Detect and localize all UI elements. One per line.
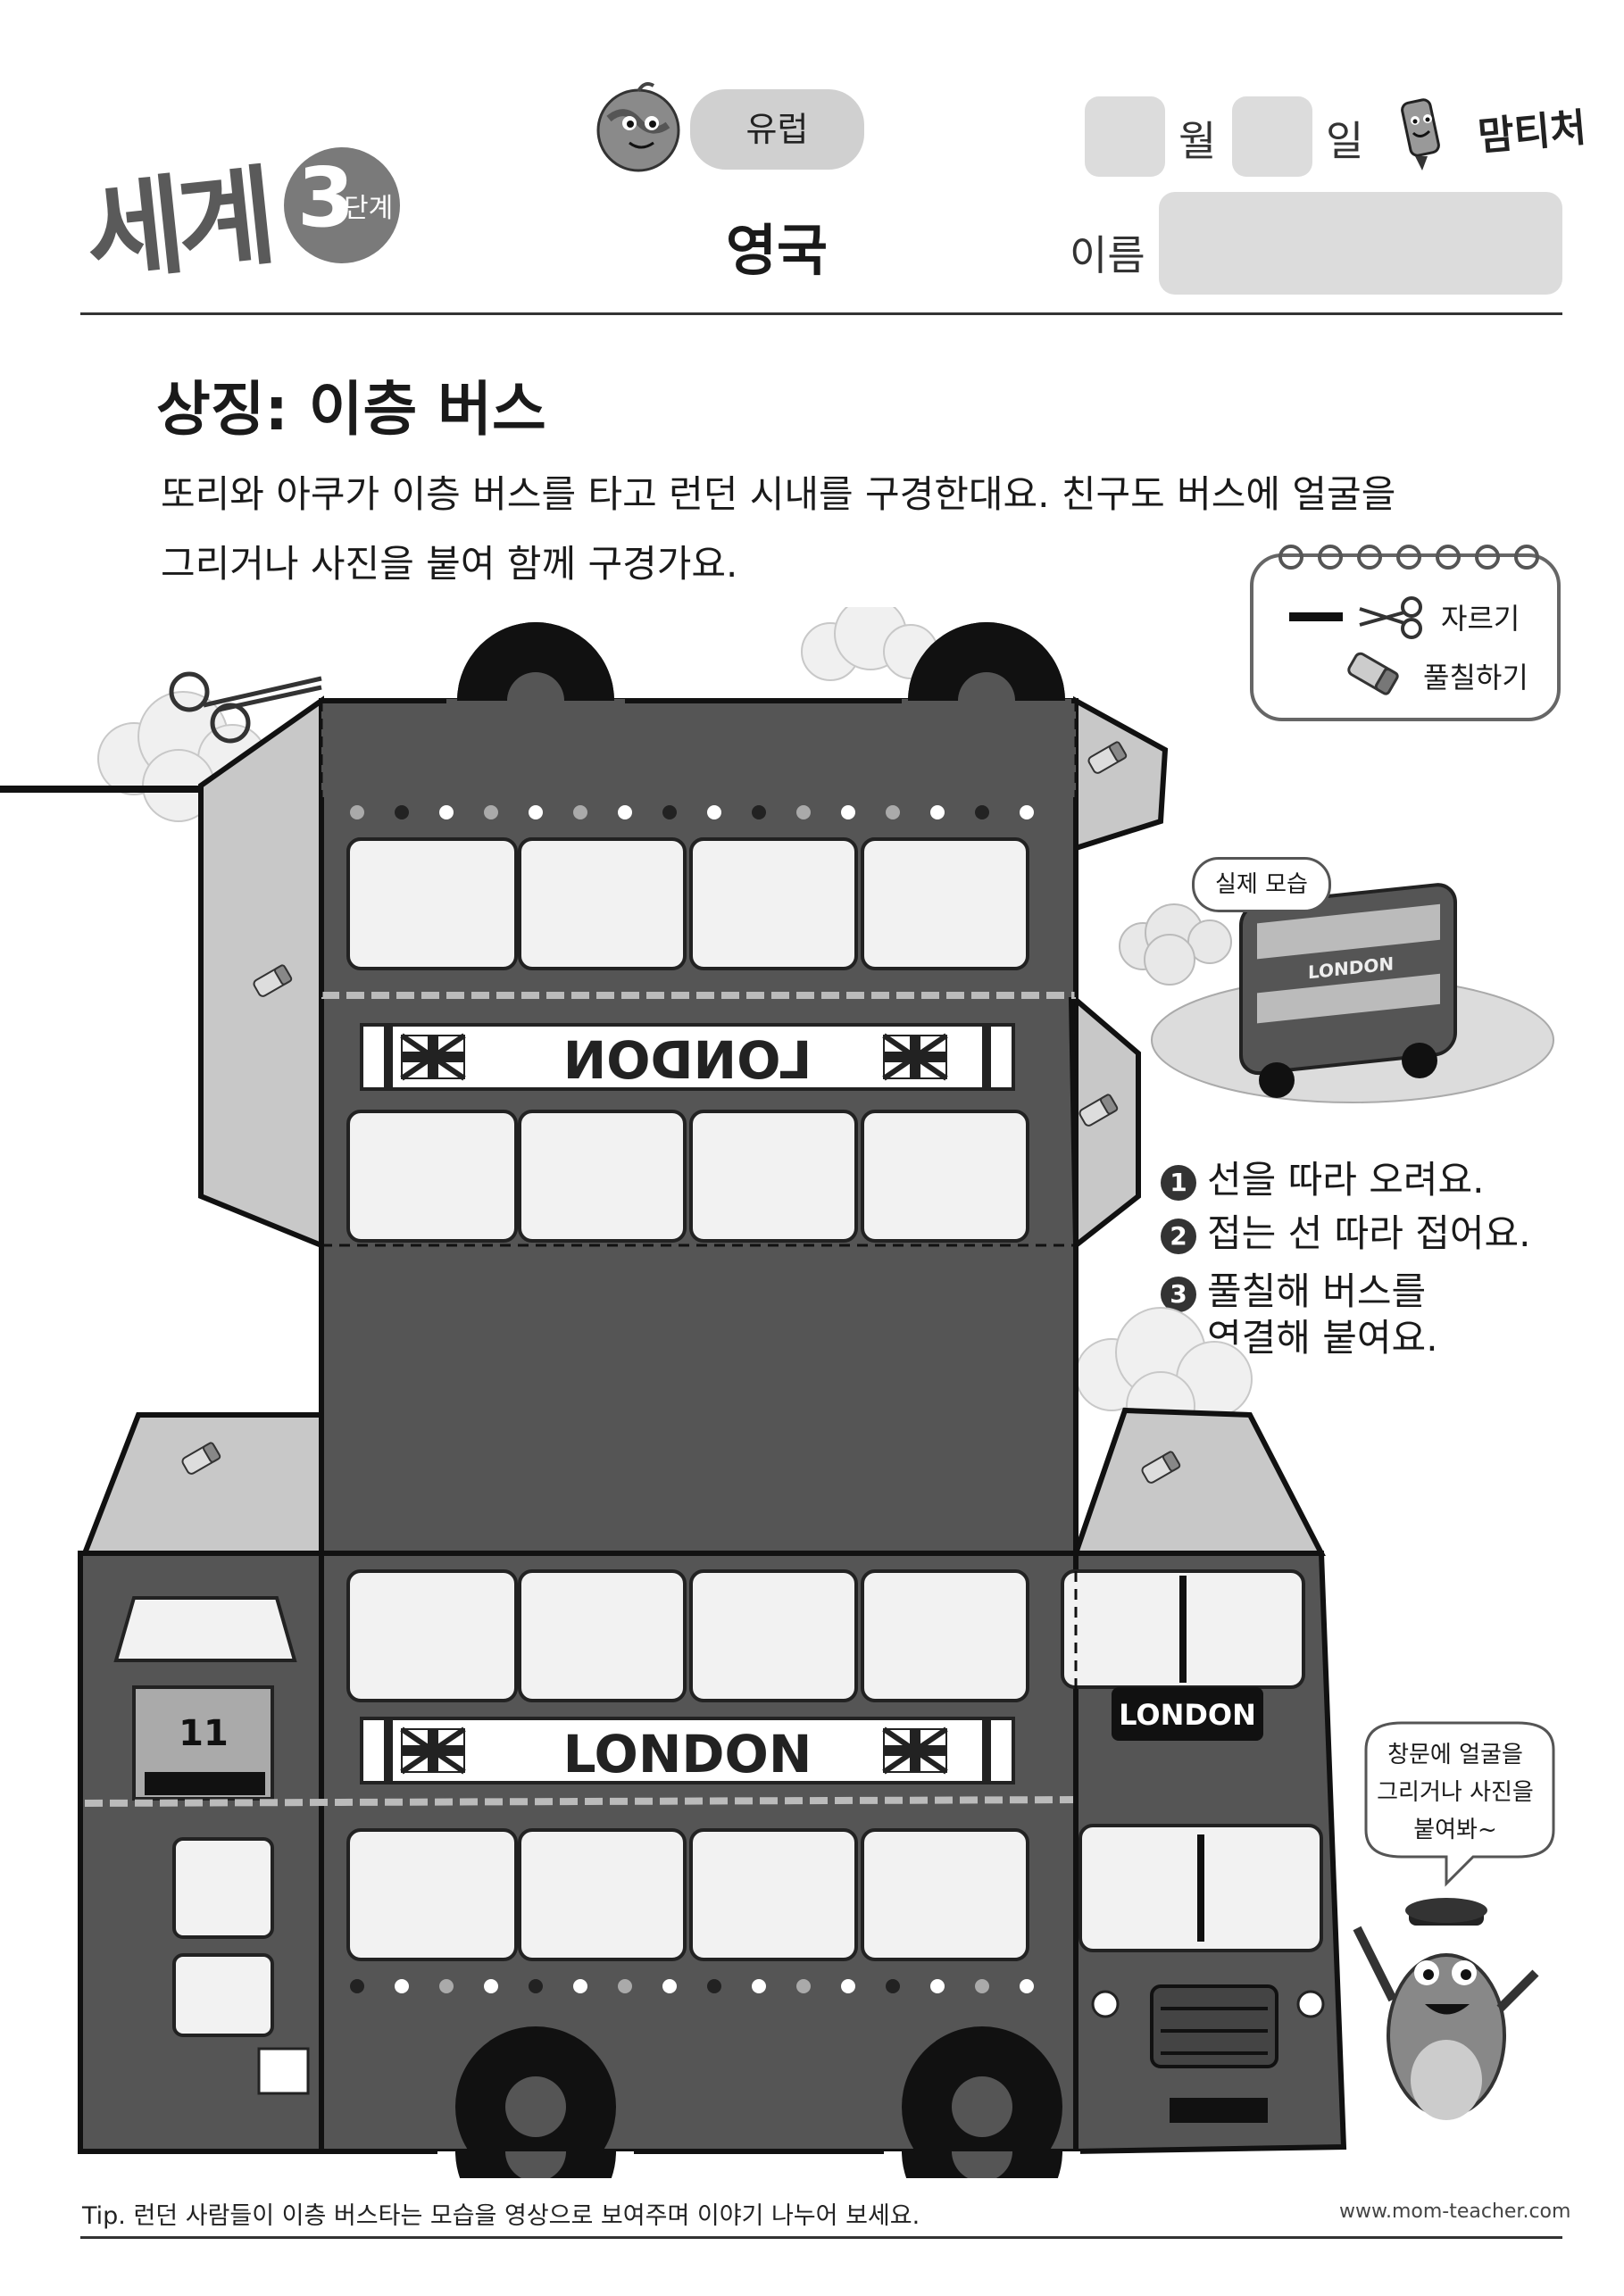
step-text: 풀칠해 버스를	[1207, 1269, 1427, 1313]
intro-line-1: 또리와 아쿠가 이층 버스를 타고 런던 시내를 구경한대요. 친구도 버스에 …	[161, 472, 1396, 516]
legend-box: 자르기 풀칠하기	[1250, 545, 1561, 721]
name-input[interactable]	[1159, 192, 1562, 295]
footer-url[interactable]: www.mom-teacher.com	[1339, 2200, 1571, 2223]
day-input[interactable]	[1232, 96, 1312, 177]
header-divider	[80, 312, 1562, 315]
step-2: 2 접는 선 따라 접어요.	[1161, 1210, 1531, 1258]
front-london-sign: LONDON	[1119, 1698, 1256, 1732]
country-title: 영국	[725, 218, 829, 283]
speech-line-2: 그리거나 사진을	[1377, 1779, 1534, 1806]
legend-glue: 풀칠하기	[1423, 661, 1528, 695]
speech-bubble: 창문에 얼굴을 그리거나 사진을 붙여봐~	[1366, 1736, 1545, 1849]
brand-logo: 맘티처	[1476, 104, 1588, 161]
page-title: 상징: 이층 버스	[156, 375, 546, 444]
step-text: 선을 따라 오려요.	[1207, 1158, 1485, 1202]
step-1: 1 선을 따라 오려요.	[1161, 1156, 1485, 1204]
month-input[interactable]	[1085, 96, 1165, 177]
footer-divider	[80, 2236, 1562, 2239]
name-label: 이름	[1070, 231, 1145, 279]
mid-london-sign: LONDON	[563, 1724, 812, 1784]
top-london-sign: LONDON	[563, 1030, 812, 1091]
real-photo-tag: 실제 모습	[1192, 857, 1331, 912]
intro-line-2: 그리거나 사진을 붙여 함께 구경가요.	[161, 542, 738, 586]
door-number: 11	[179, 1713, 229, 1754]
scissors-icon	[1359, 596, 1422, 639]
legend-cut: 자르기	[1441, 602, 1520, 636]
globe-mascot-icon	[596, 82, 680, 172]
series-logo: 세계	[79, 154, 275, 298]
step-text: 접는 선 따라 접어요.	[1207, 1211, 1531, 1255]
stage-word: 단계	[344, 193, 394, 224]
stage-number: 3	[296, 150, 354, 245]
step-number: 1	[1161, 1165, 1196, 1201]
speech-line-3: 붙여봐~	[1413, 1817, 1497, 1843]
real-bus-photo: LONDON	[1119, 883, 1554, 1103]
step-number: 2	[1161, 1219, 1196, 1254]
glue-stick-icon	[1347, 652, 1399, 695]
binder-rings-icon	[1278, 545, 1539, 570]
month-label: 월	[1178, 117, 1217, 165]
stage-badge	[284, 147, 400, 263]
scissors-icon	[169, 671, 322, 744]
speech-line-1: 창문에 얼굴을	[1387, 1742, 1523, 1768]
bus-cutout: LONDON 11 LONDON	[0, 607, 1555, 2178]
mascot-icon	[1353, 1898, 1539, 2120]
step-3-cont: 연결해 붙여요.	[1207, 1316, 1438, 1360]
step-number: 3	[1161, 1277, 1196, 1312]
region-badge: 유럽	[690, 89, 864, 170]
day-label: 일	[1326, 117, 1364, 165]
footer-tip: Tip. 런던 사람들이 이층 버스타는 모습을 영상으로 보여주며 이야기 나…	[82, 2202, 920, 2230]
step-3: 3 풀칠해 버스를	[1161, 1268, 1426, 1316]
cut-line-sample	[1289, 612, 1343, 621]
pencil-mascot-icon	[1401, 98, 1440, 171]
